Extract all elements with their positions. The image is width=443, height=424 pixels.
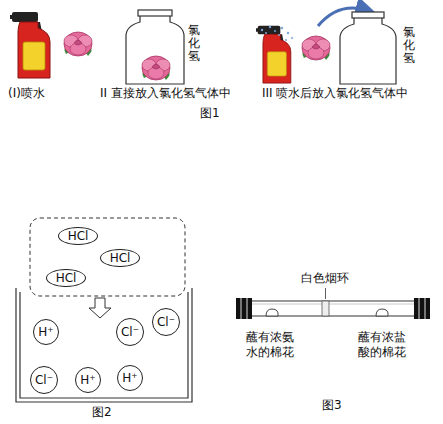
node-text: H⁺ xyxy=(38,326,53,338)
node-text: HCl xyxy=(110,252,131,264)
figure-number: 图1 xyxy=(200,106,220,120)
spray-bottle xyxy=(256,26,291,83)
spray-bottle xyxy=(10,12,50,78)
beaker xyxy=(16,288,192,402)
spray-mist xyxy=(261,26,293,41)
callout-label: 白色烟环 xyxy=(301,271,349,285)
figure-number: 图3 xyxy=(322,398,342,412)
step-label: III 喷水后放入氯化氢气体中 xyxy=(262,86,408,100)
node-text: H⁺ xyxy=(80,374,95,386)
gas-region xyxy=(30,218,185,296)
ion-circle: H⁺ xyxy=(75,367,101,393)
node-text: Cl⁻ xyxy=(157,316,175,328)
node-text: HCl xyxy=(68,230,89,242)
ion-circle: H⁺ xyxy=(33,319,59,345)
ion-circle: H⁺ xyxy=(117,365,143,391)
step-label: II 直接放入氯化氢气体中 xyxy=(100,86,231,100)
flower xyxy=(302,36,330,60)
molecule-oval: HCl xyxy=(58,227,98,245)
callout-label: 蘸有浓氨水的棉花 xyxy=(246,330,298,360)
cotton xyxy=(266,309,278,316)
dissolve-arrow xyxy=(89,298,111,318)
node-text: HCl xyxy=(56,272,77,284)
flower xyxy=(64,32,92,56)
gas-label: 氯化氢 xyxy=(403,26,415,66)
figure-number: 图2 xyxy=(92,405,112,419)
gas-jar xyxy=(340,12,396,84)
molecule-oval: HCl xyxy=(100,249,140,267)
ion-circle: Cl⁻ xyxy=(152,308,180,336)
flower xyxy=(142,56,170,80)
glass-tube xyxy=(236,298,430,319)
step-label: (I)喷水 xyxy=(8,86,45,100)
gas-label: 氯化氢 xyxy=(188,24,200,64)
node-text: Cl⁻ xyxy=(35,374,53,386)
ion-circle: Cl⁻ xyxy=(30,366,58,394)
node-text: H⁺ xyxy=(122,372,137,384)
leader-line xyxy=(325,288,326,299)
gas-jar xyxy=(126,10,184,84)
node-text: Cl⁻ xyxy=(121,326,139,338)
molecule-oval: HCl xyxy=(46,269,86,287)
callout-label: 蘸有浓盐酸的棉花 xyxy=(358,330,410,360)
white-smoke-ring xyxy=(322,301,329,316)
cotton xyxy=(376,309,388,316)
ion-circle: Cl⁻ xyxy=(116,318,144,346)
